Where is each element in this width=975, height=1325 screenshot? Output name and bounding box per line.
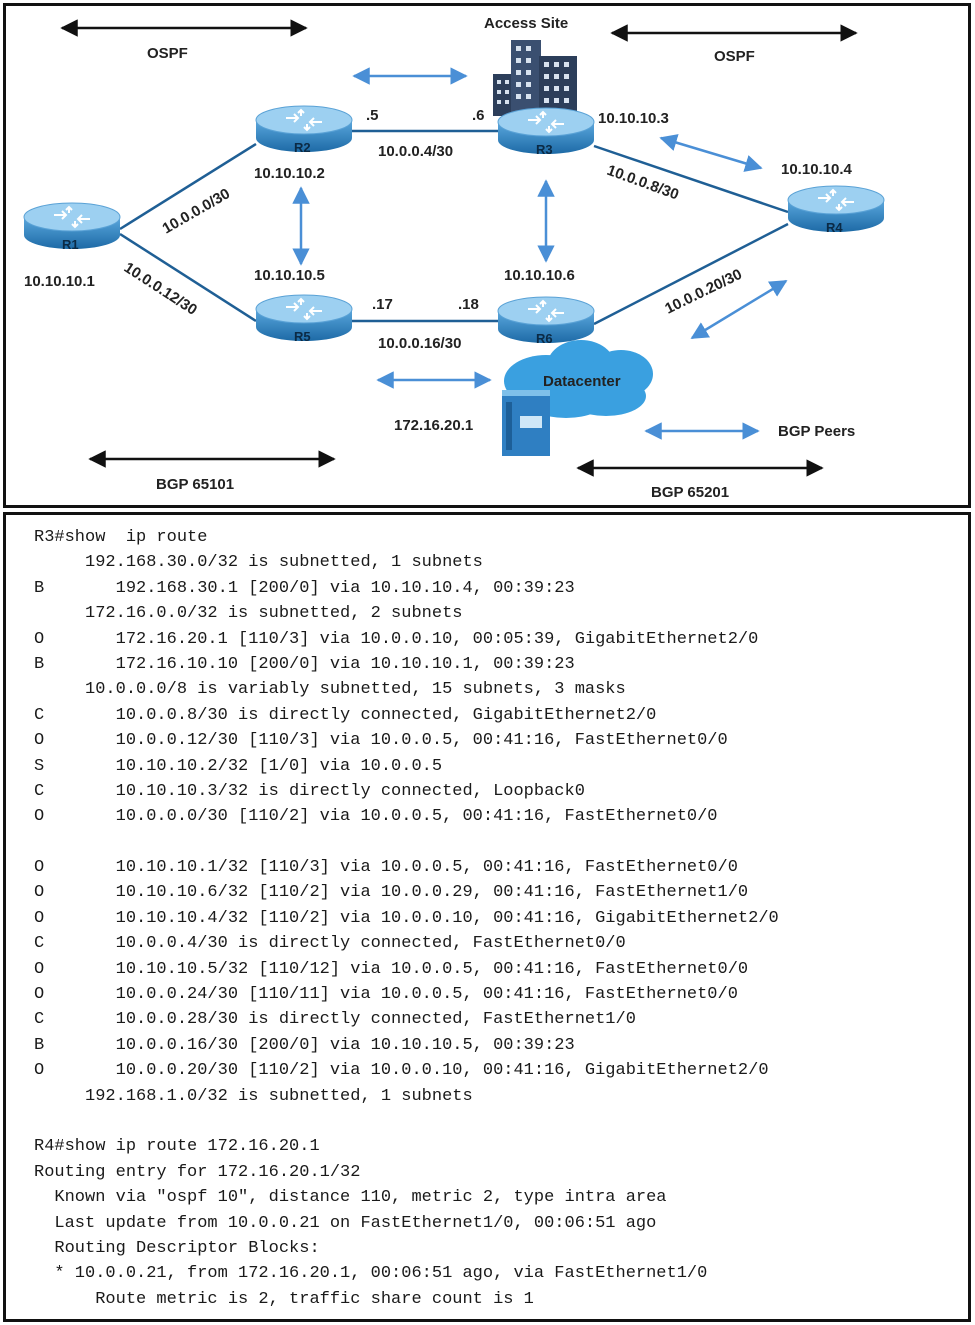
- topology-svg: Datacenter R1 R2 R3 R4 R5 R6 OSPF OSPF A…: [23, 15, 885, 501]
- cli-line: O 10.0.0.12/30 [110/3] via 10.0.0.5, 00:…: [34, 731, 728, 751]
- router-r5-ip: 10.10.10.5: [254, 267, 325, 284]
- router-r6-name: R6: [536, 331, 553, 346]
- server-ip-label: 172.16.20.1: [394, 417, 473, 434]
- cli-blank-line: [34, 830, 968, 855]
- cli-line: 10.0.0.0/8 is variably subnetted, 15 sub…: [34, 680, 626, 700]
- link-r2-r3-subnet: 10.0.0.4/30: [378, 143, 453, 160]
- cli-line: O 10.0.0.24/30 [110/11] via 10.0.0.5, 00…: [34, 985, 738, 1005]
- datacenter-label: Datacenter: [543, 373, 621, 390]
- cli-line: * 10.0.0.21, from 172.16.20.1, 00:06:51 …: [34, 1264, 708, 1284]
- link-r1-r5: [119, 232, 257, 323]
- cli-line: O 172.16.20.1 [110/3] via 10.0.0.10, 00:…: [34, 629, 759, 649]
- link-r1-r2-subnet: 10.0.0.0/30: [160, 185, 234, 237]
- link-r5-r6-right-ip: .18: [458, 296, 479, 313]
- router-r1-name: R1: [62, 237, 79, 252]
- cli-line: O 10.0.0.20/30 [110/2] via 10.0.0.10, 00…: [34, 1061, 769, 1081]
- router-r4-name: R4: [826, 220, 843, 235]
- router-r3-ip: 10.10.10.3: [598, 110, 669, 127]
- link-r3-r4-subnet: 10.0.0.8/30: [605, 162, 681, 204]
- arrow-r4-r6-peer: [690, 279, 788, 340]
- cli-line: B 10.0.0.16/30 [200/0] via 10.10.10.5, 0…: [34, 1035, 575, 1055]
- bgp-left-label: BGP 65101: [156, 476, 234, 493]
- cli-line: Known via "ospf 10", distance 110, metri…: [34, 1188, 667, 1208]
- cli-line: C 10.10.10.3/32 is directly connected, L…: [34, 781, 585, 801]
- network-topology-diagram: Datacenter R1 R2 R3 R4 R5 R6 OSPF OSPF A…: [3, 3, 971, 508]
- cli-line: Routing entry for 172.16.20.1/32: [34, 1162, 361, 1182]
- building-icon: [493, 40, 577, 116]
- access-site-label: Access Site: [484, 15, 568, 32]
- cli-line: O 10.10.10.6/32 [110/2] via 10.0.0.29, 0…: [34, 883, 749, 903]
- cli-line: R3#show ip route: [34, 528, 208, 547]
- cli-line: O 10.10.10.4/32 [110/2] via 10.0.0.10, 0…: [34, 908, 779, 928]
- server-icon: [502, 390, 550, 456]
- datacenter-cloud-icon: [504, 340, 653, 418]
- cli-line: C 10.0.0.28/30 is directly connected, Fa…: [34, 1010, 636, 1030]
- cli-line: 172.16.0.0/32 is subnetted, 2 subnets: [34, 604, 463, 624]
- link-r5-r6-left-ip: .17: [372, 296, 393, 313]
- router-r2-name: R2: [294, 140, 311, 155]
- bgp-peers-label: BGP Peers: [778, 423, 855, 440]
- cli-line: O 10.10.10.5/32 [110/12] via 10.0.0.5, 0…: [34, 959, 749, 979]
- router-r4-ip: 10.10.10.4: [781, 161, 853, 178]
- link-r6-r4-subnet: 10.0.0.20/30: [662, 266, 744, 318]
- link-r3-r4: [593, 144, 789, 214]
- cli-line: C 10.0.0.4/30 is directly connected, Fas…: [34, 934, 626, 954]
- cli-line: 192.168.1.0/32 is subnetted, 1 subnets: [34, 1086, 473, 1106]
- cli-blank-line: [34, 1109, 968, 1134]
- router-r1-ip: 10.10.10.1: [24, 273, 95, 290]
- cli-line: Last update from 10.0.0.21 on FastEthern…: [34, 1213, 657, 1233]
- cli-output-panel: R3#show ip route 192.168.30.0/32 is subn…: [3, 512, 971, 1322]
- router-r3-name: R3: [536, 142, 553, 157]
- links: [119, 129, 789, 326]
- ospf-right-label: OSPF: [714, 48, 755, 65]
- cli-line: B 172.16.10.10 [200/0] via 10.10.10.1, 0…: [34, 654, 575, 674]
- bgp-arrows: [292, 67, 788, 440]
- cli-line: R4#show ip route 172.16.20.1: [34, 1137, 320, 1157]
- cli-line: 192.168.30.0/32 is subnetted, 1 subnets: [34, 553, 483, 573]
- link-r1-r5-subnet: 10.0.0.12/30: [121, 259, 200, 319]
- link-r2-r3-right-ip: .6: [472, 107, 485, 124]
- cli-line: O 10.10.10.1/32 [110/3] via 10.0.0.5, 00…: [34, 858, 738, 878]
- cli-line: O 10.0.0.0/30 [110/2] via 10.0.0.5, 00:4…: [34, 807, 718, 827]
- router-r6-ip: 10.10.10.6: [504, 267, 575, 284]
- link-r5-r6-subnet: 10.0.0.16/30: [378, 335, 461, 352]
- link-r1-r2: [119, 142, 257, 231]
- link-r6-r4: [593, 222, 789, 326]
- scope-arrows: [60, 19, 858, 477]
- cli-line: C 10.0.0.8/30 is directly connected, Gig…: [34, 705, 657, 725]
- cli-line: Route metric is 2, traffic share count i…: [34, 1289, 534, 1309]
- router-r2-ip: 10.10.10.2: [254, 165, 325, 182]
- router-r5-name: R5: [294, 329, 311, 344]
- cli-line: B 192.168.30.1 [200/0] via 10.10.10.4, 0…: [34, 578, 575, 598]
- cli-line: S 10.10.10.2/32 [1/0] via 10.0.0.5: [34, 756, 443, 776]
- cli-line: Routing Descriptor Blocks:: [34, 1238, 320, 1258]
- bgp-right-label: BGP 65201: [651, 484, 729, 501]
- ospf-left-label: OSPF: [147, 45, 188, 62]
- link-r2-r3-left-ip: .5: [366, 107, 379, 124]
- arrow-r3-r4-peer: [659, 134, 763, 172]
